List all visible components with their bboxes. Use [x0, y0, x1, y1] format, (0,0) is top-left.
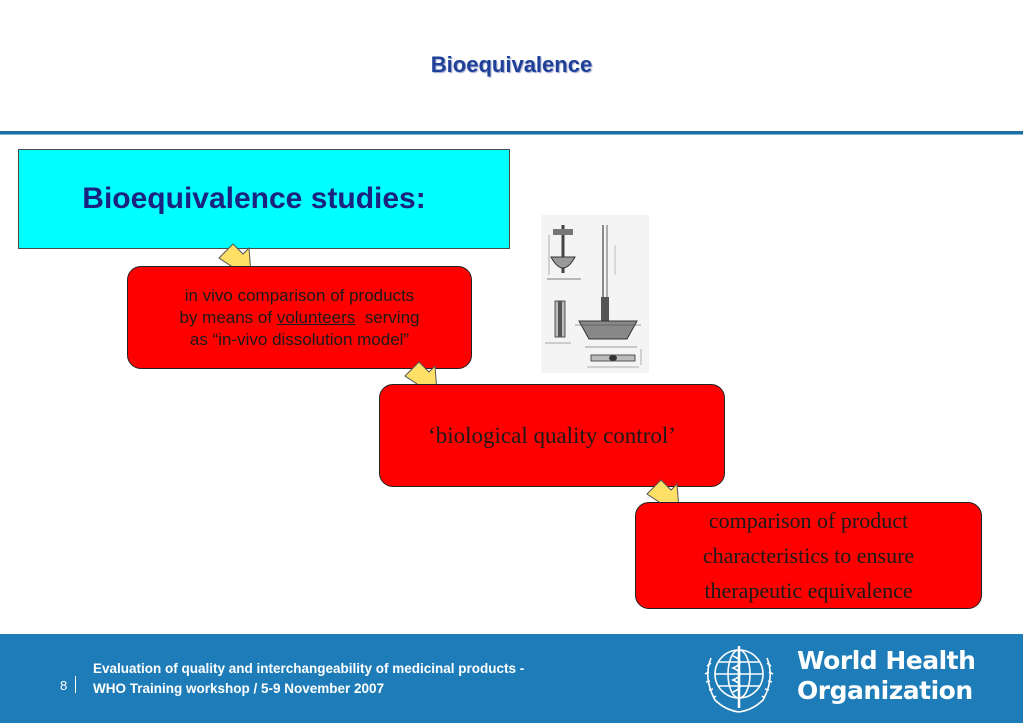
page-separator: [75, 676, 76, 693]
who-wordmark: World Health Organization: [797, 646, 976, 705]
who-emblem-icon: [704, 646, 774, 713]
step-box-biological-qc: ‘biological quality control’: [379, 384, 725, 487]
heading-text: Bioequivalence studies:: [82, 182, 426, 215]
step-text-biological-qc: ‘biological quality control’: [428, 422, 676, 448]
footer-caption: Evaluation of quality and interchangeabi…: [93, 659, 524, 699]
page-number: 8: [60, 678, 68, 693]
dissolution-apparatus-figure: [541, 215, 649, 373]
step-box-in-vivo: in vivo comparison of products by means …: [127, 266, 472, 369]
title-divider: [0, 131, 1023, 135]
footer-band: 8 Evaluation of quality and interchangea…: [0, 634, 1023, 723]
footer-line-2: WHO Training workshop / 5-9 November 200…: [93, 681, 385, 696]
step-text-in-vivo: in vivo comparison of products by means …: [179, 285, 420, 349]
footer-line-1: Evaluation of quality and interchangeabi…: [93, 661, 525, 676]
slide-title: Bioequivalence: [430, 52, 593, 77]
volunteers-underlined: volunteers: [276, 307, 356, 327]
heading-box: Bioequivalence studies:: [18, 149, 510, 249]
step-text-therapeutic: comparison of product characteristics to…: [702, 508, 915, 603]
step-box-therapeutic: comparison of product characteristics to…: [635, 502, 982, 609]
